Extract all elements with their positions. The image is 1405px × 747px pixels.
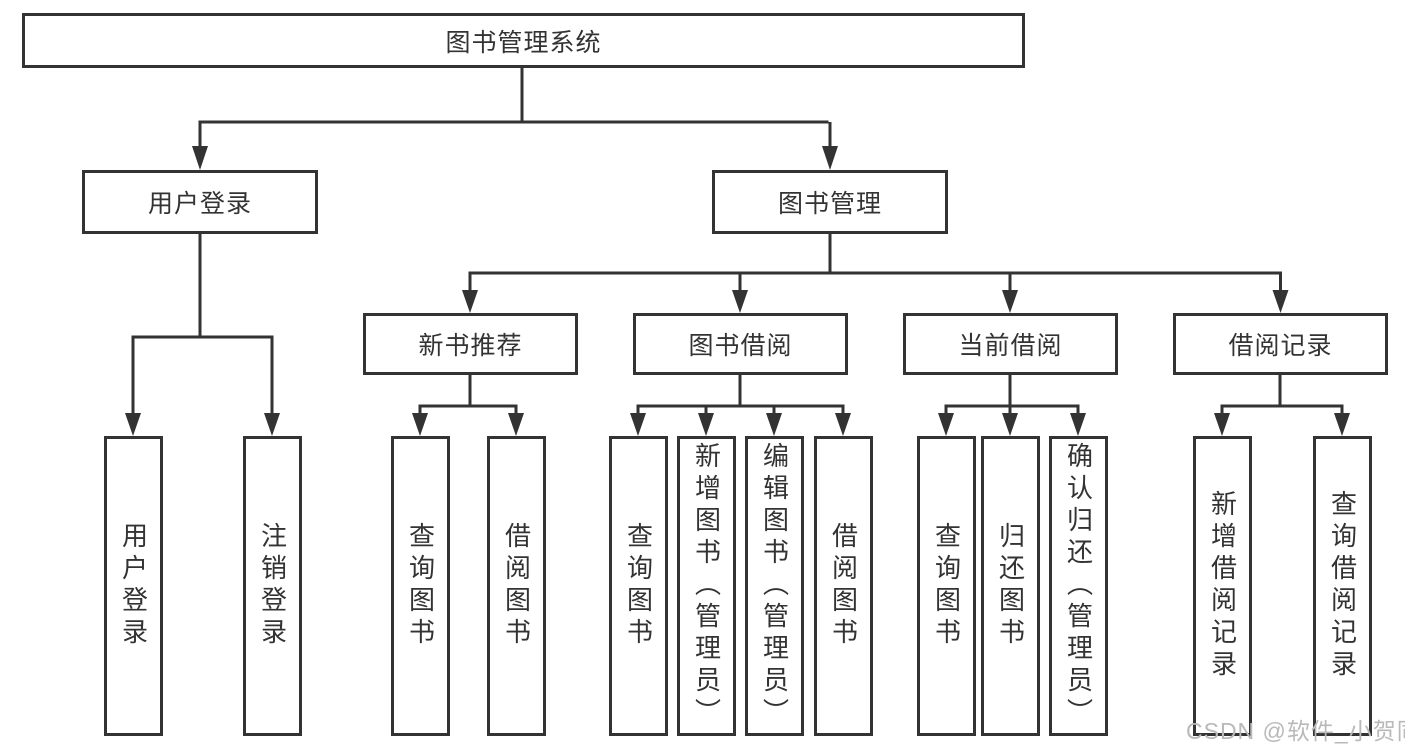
node-label: 用户登录: [147, 190, 252, 218]
node-query-borrow-record: 查询借阅记录: [1313, 436, 1372, 736]
node-current-borrowing: 当前借阅: [903, 313, 1118, 375]
node-user-login: 用户登录: [104, 436, 163, 736]
node-borrow-books-recommend: 借阅图书: [487, 436, 546, 736]
node-add-books-admin: 新增图书（管理员）: [677, 436, 736, 736]
node-label: 借阅图书: [501, 522, 532, 650]
node-label: 图书借阅: [688, 332, 793, 360]
node-label: 归还图书: [995, 522, 1026, 650]
node-label: 查询图书: [623, 522, 654, 650]
connector-paths: [131, 67, 1344, 417]
node-return-books: 归还图书: [981, 436, 1040, 736]
node-user-login-module: 用户登录: [82, 170, 318, 234]
node-edit-books-admin: 编辑图书（管理员）: [745, 436, 804, 736]
node-query-books-borrow: 查询图书: [609, 436, 668, 736]
node-add-borrow-record: 新增借阅记录: [1193, 436, 1252, 736]
node-book-borrowing: 图书借阅: [633, 313, 848, 375]
node-label: 借阅记录: [1228, 332, 1333, 360]
node-label: 新增借阅记录: [1207, 490, 1238, 682]
node-label: 借阅图书: [828, 522, 859, 650]
node-label: 图书管理系统: [445, 28, 602, 57]
node-label: 查询图书: [931, 522, 962, 650]
node-query-books-current: 查询图书: [917, 436, 976, 736]
node-new-book-recommendation: 新书推荐: [363, 313, 578, 375]
node-book-management: 图书管理: [712, 170, 948, 234]
node-borrowing-records: 借阅记录: [1173, 313, 1388, 375]
node-label: 当前借阅: [958, 332, 1063, 360]
node-label: 用户登录: [118, 522, 149, 650]
node-label: 注销登录: [257, 522, 288, 650]
node-label: 新增图书（管理员）: [691, 442, 722, 730]
node-library-management-system: 图书管理系统: [22, 13, 1025, 68]
node-logout: 注销登录: [243, 436, 302, 736]
node-label: 查询借阅记录: [1327, 490, 1358, 682]
node-confirm-return-admin: 确认归还（管理员）: [1049, 436, 1108, 736]
node-label: 新书推荐: [418, 332, 523, 360]
node-label: 图书管理: [777, 190, 882, 218]
node-borrow-books: 借阅图书: [814, 436, 873, 736]
node-query-books-recommend: 查询图书: [391, 436, 450, 736]
node-label: 确认归还（管理员）: [1063, 442, 1094, 730]
arrowheads: [125, 146, 1350, 436]
node-label: 查询图书: [405, 522, 436, 650]
node-label: 编辑图书（管理员）: [759, 442, 790, 730]
